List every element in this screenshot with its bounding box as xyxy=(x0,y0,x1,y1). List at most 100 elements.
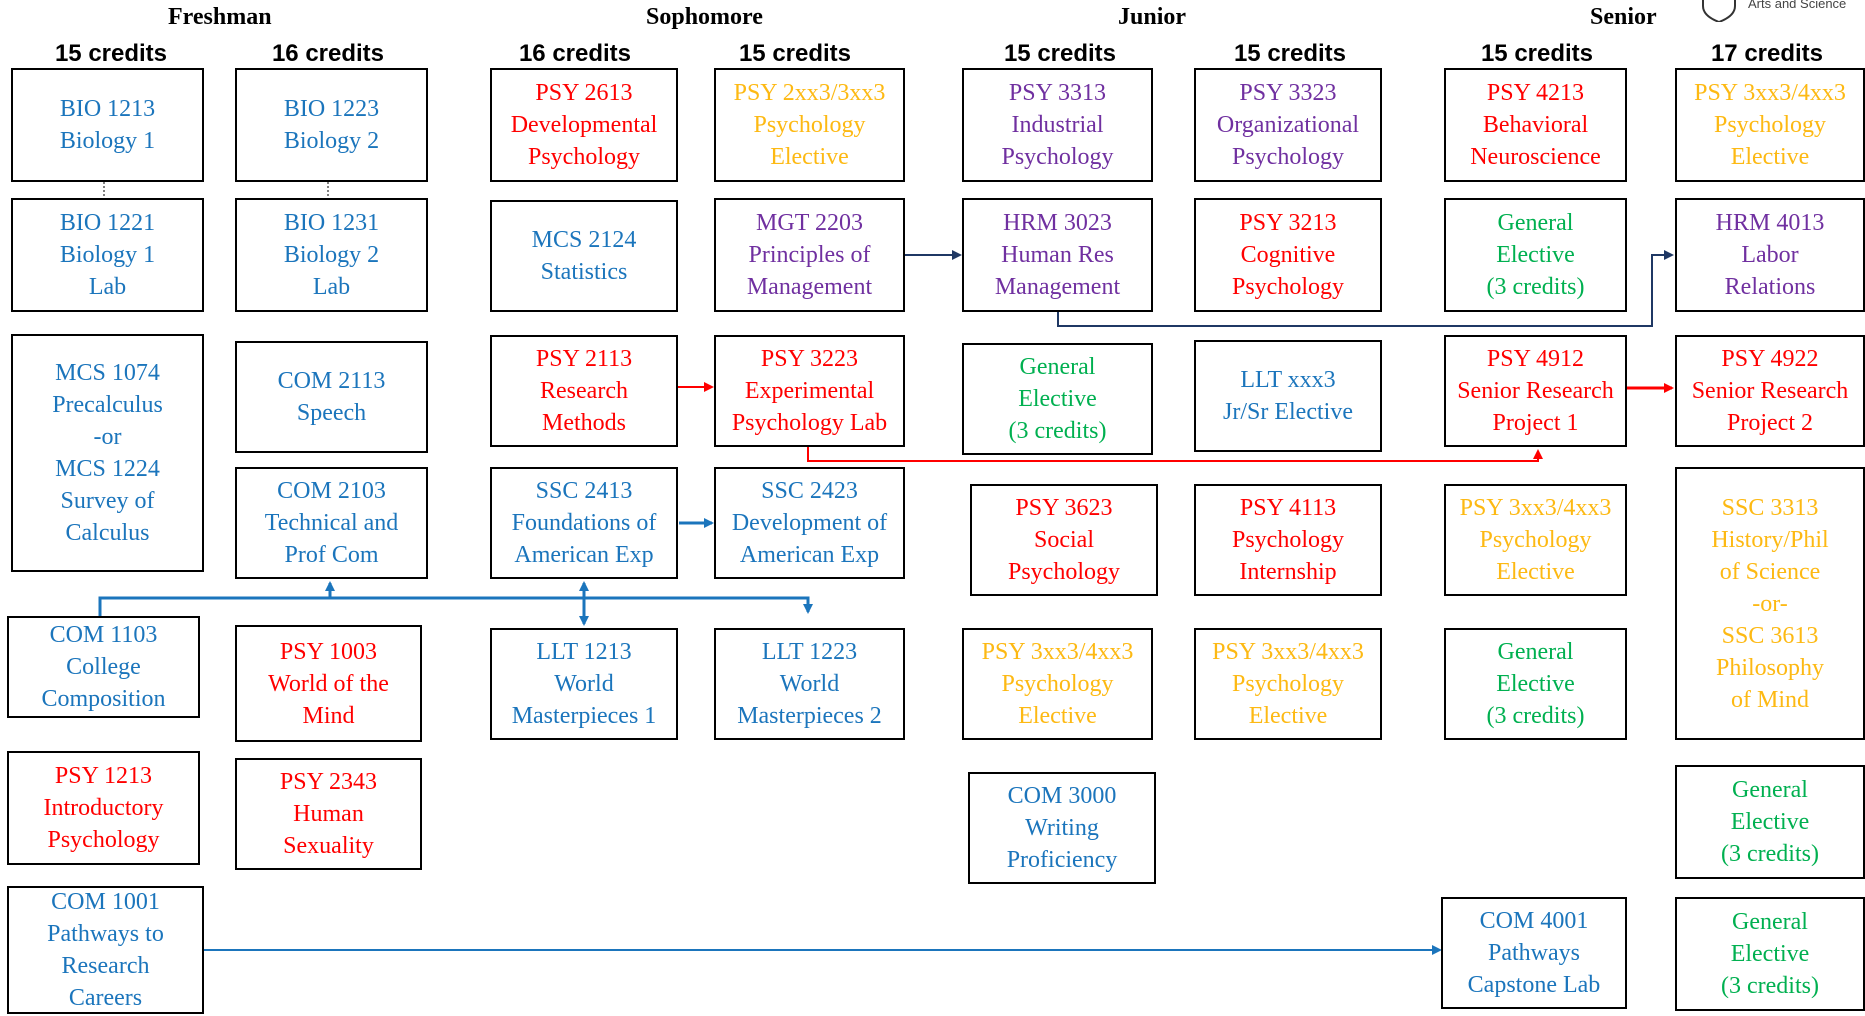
semester-8-credits: 17 credits xyxy=(1710,40,1824,67)
course-title-line: World xyxy=(554,671,614,697)
course-title-line: Masterpieces 1 xyxy=(511,703,657,729)
course-title-line: Survey of xyxy=(60,488,155,514)
year-junior: Junior xyxy=(1118,4,1187,30)
course-title-line: Philosophy xyxy=(1715,654,1825,681)
course-title-line: Internship xyxy=(1239,559,1337,585)
course-title-line: Psychology xyxy=(1231,144,1344,170)
course-title-line: Neuroscience xyxy=(1470,144,1601,170)
course-title-line: Prof Com xyxy=(284,542,379,568)
com1103-prereq-arrow xyxy=(98,596,813,616)
course-title-line: Development of xyxy=(731,510,888,536)
course-title-line: Elective xyxy=(1018,386,1097,412)
course-title-line: MCS 1224 xyxy=(55,456,160,482)
course-title-line: (3 credits) xyxy=(1486,703,1585,729)
arrow-hrm3023-to-hrm4013 xyxy=(1057,250,1674,327)
course-code: General xyxy=(1732,909,1808,935)
course-title-line: Psychology xyxy=(1231,527,1344,553)
course-title-line: Psychology xyxy=(753,112,866,138)
course-title-line: Organizational xyxy=(1216,112,1360,138)
course-title-line: Methods xyxy=(542,410,626,436)
course-title-line: (3 credits) xyxy=(1486,274,1585,300)
course-title-line: Psychology xyxy=(527,144,640,170)
semester-7-credits: 15 credits xyxy=(1480,40,1594,67)
course-title-line: Mind xyxy=(302,702,355,729)
course-title-line: Elective xyxy=(1730,809,1810,835)
course-code: General xyxy=(1497,210,1574,236)
course-title-line: Human xyxy=(293,801,364,827)
course-code: PSY 3xx3/4xx3 xyxy=(1694,80,1846,106)
course-code: PSY 1003 xyxy=(279,638,378,665)
course-code: General xyxy=(1497,639,1574,665)
course-title-line: Principles of xyxy=(748,242,871,268)
course-title-line: Senior Research xyxy=(1691,378,1849,404)
course-title-line: Psychology xyxy=(1479,527,1592,553)
course-title-line: Industrial xyxy=(1011,112,1104,138)
course-title-line: Sexuality xyxy=(283,833,374,859)
course-title-line: Developmental xyxy=(510,112,658,138)
course-code: MCS 1074 xyxy=(55,360,160,386)
course-code: PSY 3xx3/4xx3 xyxy=(1212,639,1364,665)
course-code: PSY 2113 xyxy=(535,346,633,372)
course-code: SSC 2413 xyxy=(535,478,633,504)
course-title-line: Labor xyxy=(1741,242,1799,268)
course-code: MGT 2203 xyxy=(756,210,863,236)
course-title-line: Masterpieces 2 xyxy=(737,703,882,729)
course-title-line: World of the xyxy=(268,670,389,697)
course-title-line: Capstone Lab xyxy=(1467,972,1601,998)
course-title-line: Statistics xyxy=(540,259,628,285)
shield-icon xyxy=(1702,0,1736,22)
course-title-line: Biology 1 xyxy=(59,242,156,268)
course-code: COM 3000 xyxy=(1007,783,1117,809)
course-title-line: Relations xyxy=(1724,274,1816,300)
course-title-line: Social xyxy=(1034,527,1094,553)
course-title-line: SSC 3613 xyxy=(1721,622,1819,649)
course-title-line: (3 credits) xyxy=(1721,973,1819,999)
course-title-line: Calculus xyxy=(65,520,150,546)
course-code: PSY 3323 xyxy=(1239,80,1337,106)
course-code: PSY 3623 xyxy=(1015,495,1113,521)
course-code: PSY 4912 xyxy=(1486,346,1585,372)
course-code: COM 4001 xyxy=(1479,908,1589,934)
course-title-line: Project 2 xyxy=(1727,410,1813,436)
course-title-line: American Exp xyxy=(739,542,880,568)
course-code: LLT xxx3 xyxy=(1240,367,1336,393)
course-code: PSY 4213 xyxy=(1486,80,1585,106)
year-freshman: Freshman xyxy=(168,4,272,30)
course-code: SSC 3313 xyxy=(1721,494,1819,521)
course-title-line: Elective xyxy=(1730,941,1810,967)
course-title-line: Elective xyxy=(1730,144,1810,170)
course-title-line: Elective xyxy=(1496,671,1575,697)
course-title-line: Speech xyxy=(296,400,367,426)
course-title-line: Psychology Lab xyxy=(731,410,888,436)
course-title-line: Project 1 xyxy=(1492,410,1579,436)
course-title-line: College xyxy=(66,654,141,680)
logo-text: Arts and Science xyxy=(1748,0,1847,11)
course-code: COM 2103 xyxy=(277,478,386,504)
course-code: BIO 1231 xyxy=(283,210,380,236)
